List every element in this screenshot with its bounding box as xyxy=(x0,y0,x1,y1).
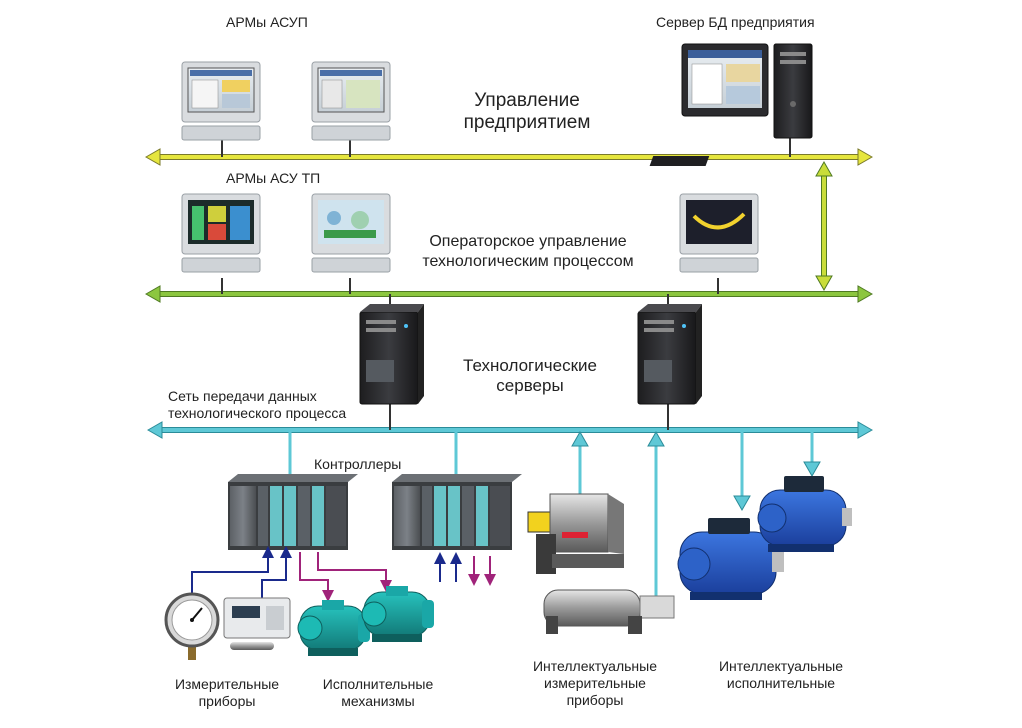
workstation-links-top xyxy=(221,137,791,157)
controller-2-io-arrows xyxy=(434,552,496,586)
tech-server-2 xyxy=(637,304,702,405)
operator-management-label: Операторское управление технологическим … xyxy=(422,233,634,270)
controller-1-wires xyxy=(191,552,387,598)
controller-rack-2 xyxy=(392,474,522,550)
arm-asutp-label: АРМы АСУ ТП xyxy=(226,170,321,186)
controllers-label: Контроллеры xyxy=(314,456,402,472)
measuring-device-icon xyxy=(223,597,291,650)
asup-workstation-1 xyxy=(181,61,261,141)
field-links xyxy=(288,430,814,600)
smart-actuator-icon xyxy=(527,493,624,574)
asutp-workstation-1 xyxy=(181,193,261,273)
field-arrowheads xyxy=(571,430,821,512)
measuring-devices-label: Измерительные приборы xyxy=(174,676,280,709)
server-links-down xyxy=(389,404,669,430)
pressure-gauge-icon xyxy=(164,592,220,660)
asutp-workstation-3 xyxy=(679,193,759,273)
bus-bridge-arrow xyxy=(815,160,833,292)
controller-rack-1 xyxy=(228,474,358,550)
enterprise-bus xyxy=(144,148,874,166)
server-db-label: Сервер БД предприятия xyxy=(656,14,815,30)
arm-asup-label: АРМы АСУП xyxy=(226,14,308,30)
tech-server-1 xyxy=(359,304,424,405)
motor-icon xyxy=(757,476,852,552)
asutp-workstation-2 xyxy=(311,193,391,273)
sensor-icon xyxy=(543,589,675,634)
smart-actuators-label: Интеллектуальные исполнительные xyxy=(718,658,844,691)
controller-1-arrowheads xyxy=(262,546,392,602)
data-network-label: Сеть передачи данных технологического пр… xyxy=(168,388,347,421)
motor-icon xyxy=(297,600,370,656)
tech-servers-label: Технологические серверы xyxy=(463,356,597,395)
enterprise-db-server xyxy=(649,43,813,166)
motor-icon xyxy=(677,518,784,600)
smart-measuring-label: Интеллектуальные измерительные приборы xyxy=(532,658,658,708)
asup-workstation-2 xyxy=(311,61,391,141)
operator-bus xyxy=(144,285,874,303)
actuators-label: Исполнительные механизмы xyxy=(322,676,434,709)
enterprise-management-label: Управление предприятием xyxy=(463,90,591,133)
process-data-bus xyxy=(146,421,874,439)
motor-icon xyxy=(361,586,434,642)
